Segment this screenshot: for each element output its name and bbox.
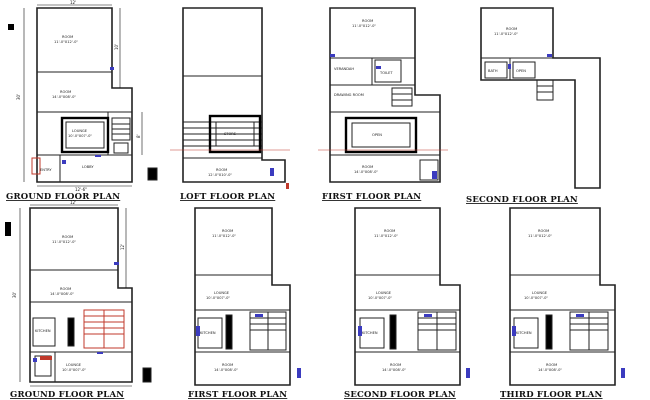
lobby-label-1: LOBBY bbox=[82, 165, 94, 169]
fb-kitchen-label: KITCHEN bbox=[200, 331, 216, 335]
title-second-floor-bottom: SECOND FLOOR PLAN bbox=[344, 390, 456, 400]
plan-second-floor-bottom-marks bbox=[358, 314, 470, 378]
title-third-floor-bottom: THIRD FLOOR PLAN bbox=[500, 390, 603, 400]
ff-toilet-label: TOILET bbox=[379, 71, 393, 75]
room-label-1: ROOM bbox=[62, 35, 73, 39]
loft-room-size: 12'-0"X10'-0" bbox=[208, 173, 232, 177]
plan-first-floor-top bbox=[329, 7, 441, 183]
dim-bottom-width: 12'-6" bbox=[75, 187, 87, 192]
gb-room2-size: 14'-0"X08'-0" bbox=[50, 292, 74, 296]
gb-room-label: ROOM bbox=[62, 235, 73, 239]
fb-room-size: 11'-0"X12'-0" bbox=[212, 234, 236, 238]
gb-lounge-label: LOUNGE bbox=[66, 363, 82, 367]
plan-first-floor-top-marks bbox=[318, 54, 448, 179]
plan-first-floor-bottom bbox=[194, 207, 291, 386]
plan-ground-floor-bottom-dims bbox=[19, 204, 132, 387]
ff-room2-size: 14'-0"X08'-0" bbox=[354, 170, 378, 174]
loft-store-label: STORE bbox=[224, 132, 237, 136]
plan-second-floor-bottom bbox=[354, 207, 461, 386]
title-ground-floor-top: GROUND FLOOR PLAN bbox=[6, 192, 120, 202]
dim-top-width: 12' bbox=[70, 0, 76, 5]
plan-ground-floor-top bbox=[31, 7, 158, 183]
plan-loft-floor-marks bbox=[170, 149, 290, 189]
sb-kitchen-label: KITCHEN bbox=[362, 331, 378, 335]
sf-bath-label: BATH bbox=[488, 69, 498, 73]
fb-room2-size: 14'-0"X08'-0" bbox=[214, 368, 238, 372]
gb-kitchen-label: KITCHEN bbox=[35, 329, 51, 333]
gb-room-size: 11'-0"X12'-0" bbox=[52, 240, 76, 244]
sb-lounge-size: 10'-0"X07'-0" bbox=[368, 296, 392, 300]
room-label-2: ROOM bbox=[60, 90, 71, 94]
ff-open-label: OPEN bbox=[372, 133, 382, 137]
plan-ground-floor-bottom-marks bbox=[5, 222, 119, 362]
tb-lounge-size: 10'-0"X07'-0" bbox=[524, 296, 548, 300]
plan-second-floor-top-marks bbox=[508, 54, 552, 69]
title-first-floor-bottom: FIRST FLOOR PLAN bbox=[188, 390, 287, 400]
plan-third-floor-bottom-marks bbox=[512, 314, 625, 378]
tb-room-size: 11'-0"X12'-0" bbox=[528, 234, 552, 238]
sf-open-label: OPEN bbox=[516, 69, 526, 73]
room-size-2: 14'-0"X08'-0" bbox=[52, 95, 76, 99]
tb-room-label: ROOM bbox=[538, 229, 549, 233]
plan-ground-floor-top-blue-marks bbox=[62, 67, 114, 164]
sf-room-label: ROOM bbox=[506, 27, 517, 31]
plan-ground-floor-bottom bbox=[29, 207, 152, 383]
tb-room2-label: ROOM bbox=[546, 363, 557, 367]
plan-first-floor-bottom-marks bbox=[196, 314, 301, 378]
ff-room2-label: ROOM bbox=[362, 165, 373, 169]
title-loft-floor: LOFT FLOOR PLAN bbox=[180, 192, 275, 202]
dim-b-right: 12' bbox=[120, 244, 125, 250]
dim-b-side-height: 30' bbox=[12, 292, 17, 298]
dim-right-b: 8' bbox=[136, 134, 141, 138]
tb-room2-size: 14'-0"X08'-0" bbox=[538, 368, 562, 372]
loft-room-label: ROOM bbox=[216, 168, 227, 172]
ff-drawing-label: DRAWING ROOM bbox=[334, 93, 364, 97]
north-marker-top bbox=[8, 24, 14, 30]
sb-room-size: 11'-0"X12'-0" bbox=[374, 234, 398, 238]
ff-room-size: 11'-0"X12'-0" bbox=[352, 24, 376, 28]
tb-kitchen-label: KITCHEN bbox=[516, 331, 532, 335]
sb-room2-size: 14'-0"X08'-0" bbox=[382, 368, 406, 372]
fb-lounge-size: 10'-0"X07'-0" bbox=[206, 296, 230, 300]
fb-room2-label: ROOM bbox=[222, 363, 233, 367]
sb-lounge-label: LOUNGE bbox=[376, 291, 392, 295]
title-ground-floor-bottom: GROUND FLOOR PLAN bbox=[10, 390, 124, 400]
plan-loft-floor bbox=[182, 7, 286, 183]
lounge-size-1: 10'-0"X07'-0" bbox=[68, 134, 92, 138]
dim-right-a: 10' bbox=[114, 44, 119, 50]
dim-b-top-width: 12' bbox=[70, 200, 76, 205]
plan-second-floor-top bbox=[480, 7, 601, 189]
entry-label-1: ENTRY bbox=[40, 168, 52, 172]
tb-lounge-label: LOUNGE bbox=[532, 291, 548, 295]
gb-room2-label: ROOM bbox=[60, 287, 71, 291]
gb-lounge-size: 10'-0"X07'-0" bbox=[62, 368, 86, 372]
fb-room-label: ROOM bbox=[222, 229, 233, 233]
ff-room-label: ROOM bbox=[362, 19, 373, 23]
ff-verandah-label: VERANDAH bbox=[334, 67, 354, 71]
sb-room2-label: ROOM bbox=[390, 363, 401, 367]
plan-ground-floor-top-dims bbox=[23, 4, 143, 187]
sf-room-size: 11'-0"X12'-0" bbox=[494, 32, 518, 36]
sb-room-label: ROOM bbox=[384, 229, 395, 233]
title-second-floor-top: SECOND FLOOR PLAN bbox=[466, 195, 578, 205]
dim-side-height: 30' bbox=[16, 94, 21, 100]
title-first-floor-top: FIRST FLOOR PLAN bbox=[322, 192, 421, 202]
room-size-1: 11'-0"X12'-0" bbox=[54, 40, 78, 44]
lounge-label-1: LOUNGE bbox=[72, 129, 88, 133]
fb-lounge-label: LOUNGE bbox=[214, 291, 230, 295]
